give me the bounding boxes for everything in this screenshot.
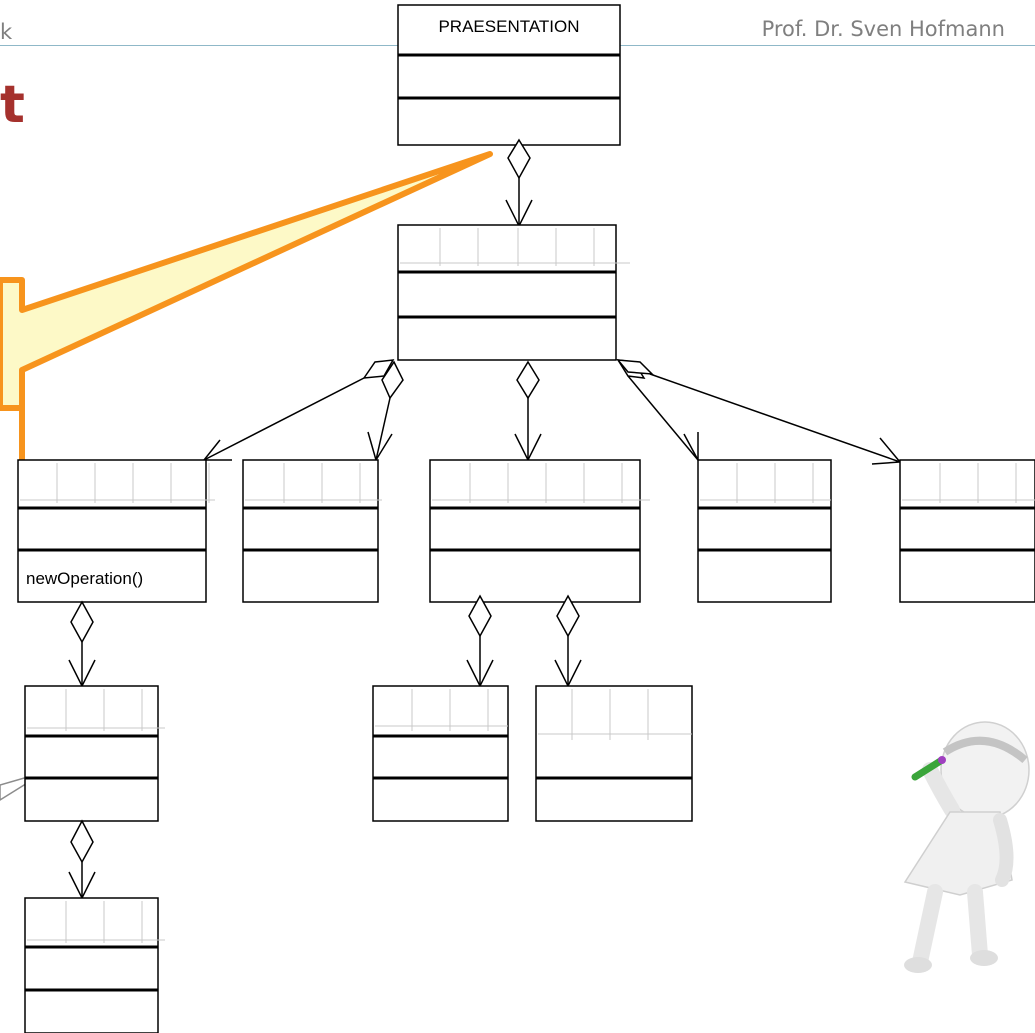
composition-mid-child2 [367, 360, 404, 462]
class-grand1[interactable] [24, 685, 165, 822]
composition-root-mid [505, 138, 533, 228]
class-great1[interactable] [24, 897, 165, 1033]
class-grand2[interactable] [372, 685, 509, 822]
header-author: Prof. Dr. Sven Hofmann [761, 17, 1005, 41]
class-child4[interactable] [697, 459, 832, 603]
class-child5[interactable] [899, 459, 1035, 603]
class-mid[interactable] [397, 224, 630, 361]
class-child1[interactable]: newOperation() [17, 459, 215, 603]
class-grand3[interactable] [535, 685, 693, 822]
class-child2[interactable] [242, 459, 382, 603]
composition-mid-child4 [616, 359, 699, 461]
composition-child3-grand2 [466, 594, 494, 688]
thinking-figure-illustration [903, 721, 1030, 973]
composition-mid-child5 [616, 359, 902, 465]
callout-bubble [0, 151, 493, 411]
composition-mid-child1 [202, 359, 395, 461]
class-name-praesentation: PRAESENTATION [438, 17, 579, 36]
header-left-text: k [0, 20, 13, 44]
slide-title-fragment: t [0, 75, 25, 135]
class-child3[interactable] [429, 459, 650, 603]
class-praesentation[interactable]: PRAESENTATION [397, 4, 621, 146]
composition-grand1-great1 [68, 819, 96, 900]
composition-child1-grand1 [68, 600, 96, 688]
composition-mid-child3 [514, 360, 542, 462]
operation-newoperation: newOperation() [26, 569, 143, 588]
composition-child3-grand3 [554, 594, 582, 688]
